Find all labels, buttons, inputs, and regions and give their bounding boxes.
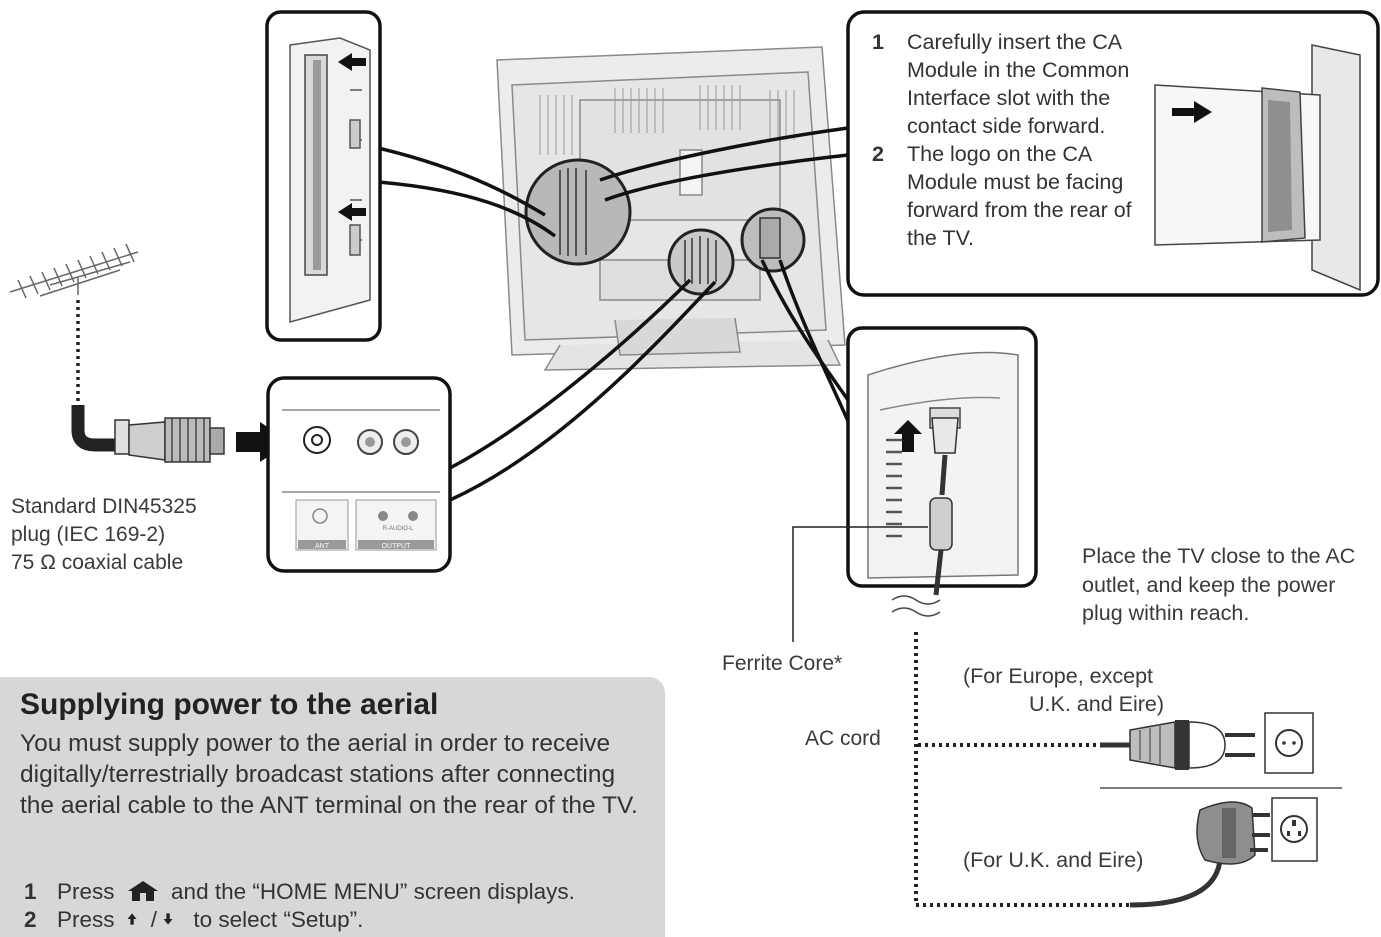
ac-inlet-box bbox=[846, 326, 1038, 596]
tv-rear bbox=[496, 46, 846, 371]
placement-note: Place the TV close to the AC outlet, and… bbox=[1082, 544, 1356, 625]
ant-panel-box: ANT OUTPUT R-AUDIO-L bbox=[266, 376, 452, 573]
power-step-2: 2 Press / to select “Setup”. bbox=[24, 907, 364, 932]
ac-cord-label: AC cord bbox=[805, 727, 881, 750]
ferrite-core-label: Ferrite Core* bbox=[722, 652, 843, 675]
ca-step-2: 2 The logo on the CA Module must be faci… bbox=[872, 142, 1132, 250]
output-terminal-label: OUTPUT bbox=[382, 543, 412, 550]
ferrite-leader-line bbox=[792, 526, 928, 642]
cord-break-mark bbox=[891, 595, 941, 617]
connection-diagram: ANT OUTPUT R-AUDIO-L bbox=[9, 10, 1380, 908]
power-step-1: 1 Press and the “HOME MENU” screen displ… bbox=[24, 879, 575, 904]
aerial-power-panel bbox=[0, 677, 665, 937]
uk-plug bbox=[1129, 797, 1318, 908]
insert-arrow-icon bbox=[1172, 101, 1212, 123]
ac-cord-dotted-line bbox=[914, 632, 1130, 907]
aerial-power-title: Supplying power to the aerial bbox=[20, 688, 439, 721]
up-arrow-icon bbox=[127, 913, 137, 925]
ca-module-instructions: 1 Carefully insert the CA Module in the … bbox=[872, 28, 1142, 252]
aerial-cable-label: Standard DIN45325 plug (IEC 169-2) 75 Ω … bbox=[11, 495, 197, 574]
output-channel-label: R-AUDIO-L bbox=[383, 526, 414, 532]
ca-step-1: 1 Carefully insert the CA Module in the … bbox=[872, 30, 1130, 138]
slot-detail-box bbox=[265, 10, 382, 342]
insert-arrow-icon bbox=[338, 53, 366, 71]
uk-plug-label: (For U.K. and Eire) bbox=[963, 848, 1144, 872]
up-arrow-icon bbox=[894, 420, 922, 452]
ant-terminal-label: ANT bbox=[315, 543, 330, 550]
ca-module-box bbox=[846, 10, 1380, 297]
insert-arrow-icon bbox=[338, 203, 366, 221]
down-arrow-icon bbox=[163, 913, 173, 925]
europe-plug-label: (For Europe, except U.K. and Eire) bbox=[963, 664, 1165, 716]
europe-plug bbox=[1100, 712, 1314, 774]
callout-lines bbox=[377, 126, 854, 502]
coaxial-plug bbox=[71, 405, 290, 463]
home-icon bbox=[127, 881, 158, 901]
aerial-power-body: You must supply power to the aerial in o… bbox=[20, 730, 638, 819]
aerial-power-steps: 1 Press and the “HOME MENU” screen displ… bbox=[24, 878, 664, 934]
aerial-antenna bbox=[9, 243, 139, 299]
